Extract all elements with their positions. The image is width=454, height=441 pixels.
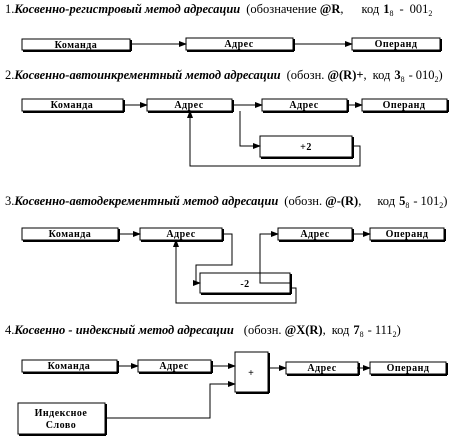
- operand-label: Операнд: [375, 39, 418, 50]
- arrow-address-to-increment: [239, 111, 261, 149]
- command-label: Команда: [51, 100, 94, 111]
- command-label: Команда: [48, 361, 91, 372]
- arrow-increment-feedback: [187, 110, 361, 167]
- operand-label: Операнд: [387, 363, 430, 374]
- arrow-decrement-feedback: [173, 239, 297, 304]
- operand-label: Операнд: [386, 229, 429, 240]
- section-1-diagram: Команда Адрес Операнд: [21, 37, 442, 52]
- section-3-title: 3.Косвенно-автодекрементный метод адреса…: [5, 194, 447, 210]
- address-label-2: Адрес: [289, 100, 318, 111]
- section-4-title: 4.Косвенно - индексный метод адресации(о…: [5, 323, 401, 339]
- decrement-label: -2: [240, 279, 249, 290]
- operand-label: Операнд: [383, 100, 426, 111]
- address-label-1: Адрес: [159, 361, 188, 372]
- section-3-diagram: Команда Адрес Адрес Операнд -2: [21, 227, 446, 304]
- command-label: Команда: [55, 40, 98, 51]
- address-label-2: Адрес: [307, 363, 336, 374]
- address-label-2: Адрес: [300, 229, 329, 240]
- adder-label: +: [248, 368, 254, 379]
- section-2-title: 2.Косвенно-автоинкрементный метод адреса…: [5, 68, 443, 84]
- command-label: Команда: [49, 229, 92, 240]
- address-label-1: Адрес: [166, 229, 195, 240]
- arrow-address-to-decrement: [193, 233, 233, 286]
- address-label-1: Адрес: [174, 100, 203, 111]
- arrow-index-to-adder: [105, 381, 236, 419]
- section-1-title: 1.Косвенно-регистровый метод адресации(о…: [5, 2, 432, 18]
- address-label: Адрес: [224, 39, 253, 50]
- section-4-diagram: Команда Адрес + Адрес Операнд Индексное …: [17, 351, 448, 436]
- arrow-decrement-to-address-2: [259, 231, 290, 284]
- increment-label: +2: [300, 142, 312, 153]
- index-word-label-1: Индексное: [35, 408, 88, 419]
- index-word-label-2: Слово: [46, 420, 76, 431]
- section-2-diagram: Команда Адрес Адрес Операнд +2: [21, 98, 449, 167]
